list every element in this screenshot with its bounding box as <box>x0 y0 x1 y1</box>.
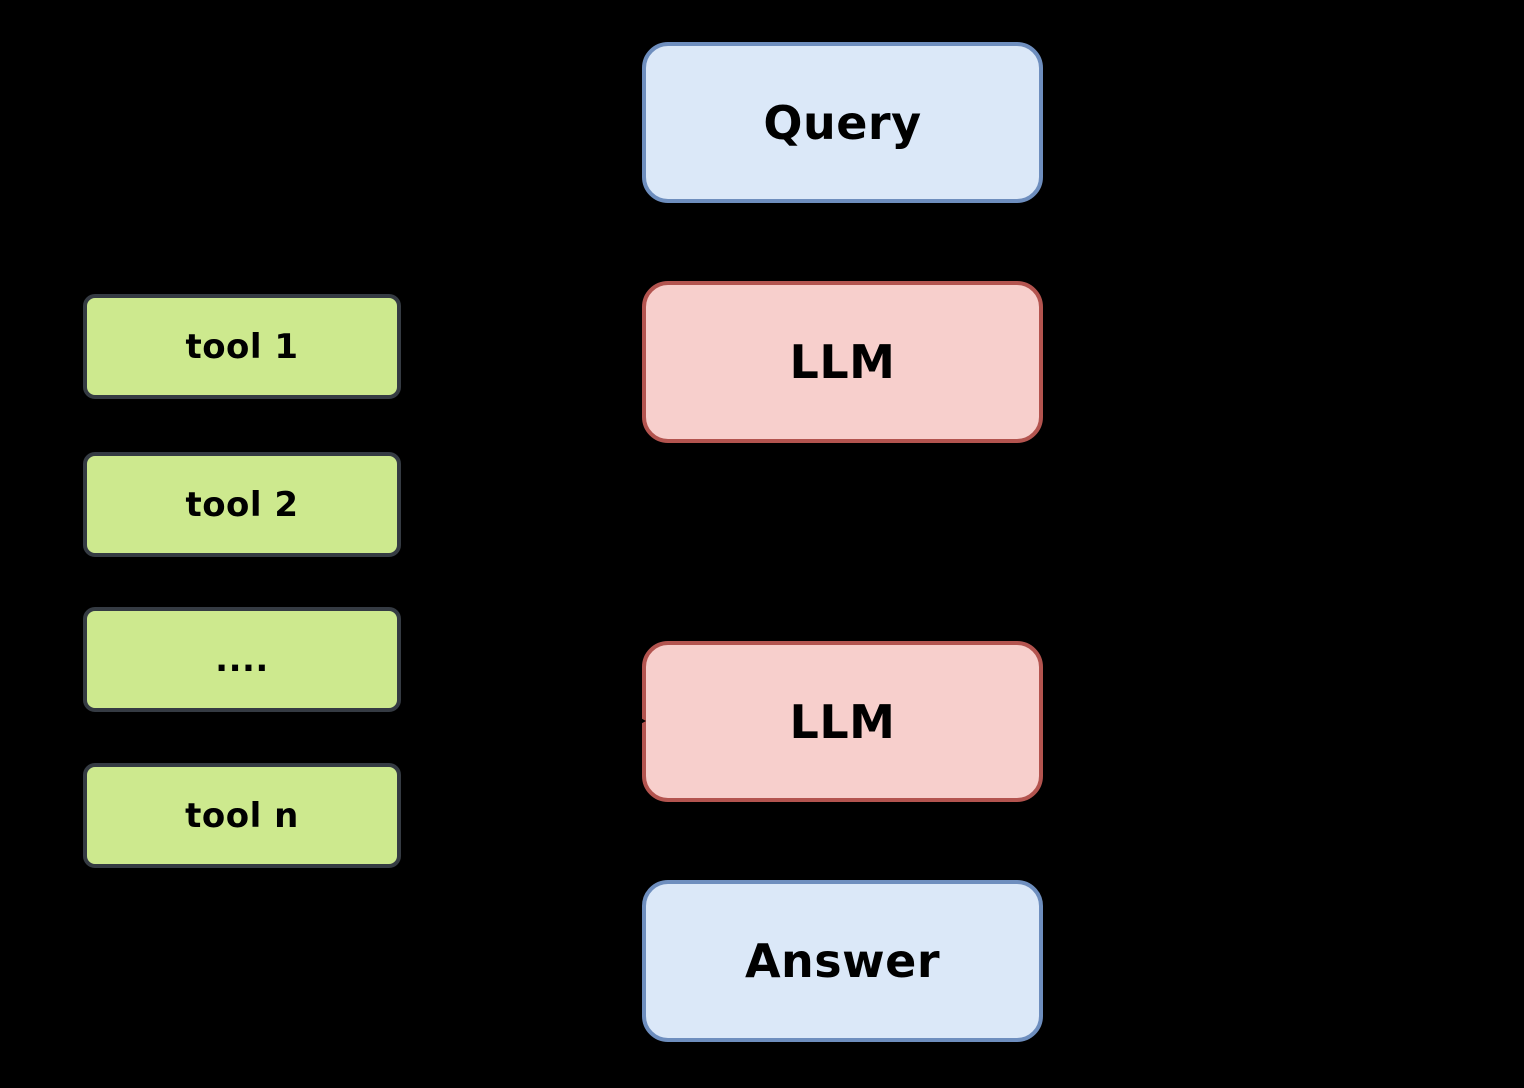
arrowhead-icon <box>635 715 646 727</box>
answer-node: Answer <box>642 880 1043 1042</box>
llm-node-2: LLM <box>642 641 1043 802</box>
tool-ellipsis-node: .... <box>83 607 401 712</box>
query-label: Query <box>763 95 922 150</box>
tool-1-node: tool 1 <box>83 294 401 399</box>
tool-2-label: tool 2 <box>185 484 299 525</box>
tool-1-label: tool 1 <box>185 326 299 367</box>
tool-n-node: tool n <box>83 763 401 868</box>
tool-ellipsis-label: .... <box>215 639 269 680</box>
llm-1-label: LLM <box>789 335 896 389</box>
llm-node-1: LLM <box>642 281 1043 443</box>
llm-2-label: LLM <box>789 694 896 749</box>
tool-2-node: tool 2 <box>83 452 401 557</box>
query-node: Query <box>642 42 1043 203</box>
tool-n-label: tool n <box>185 795 299 836</box>
answer-label: Answer <box>744 934 941 988</box>
